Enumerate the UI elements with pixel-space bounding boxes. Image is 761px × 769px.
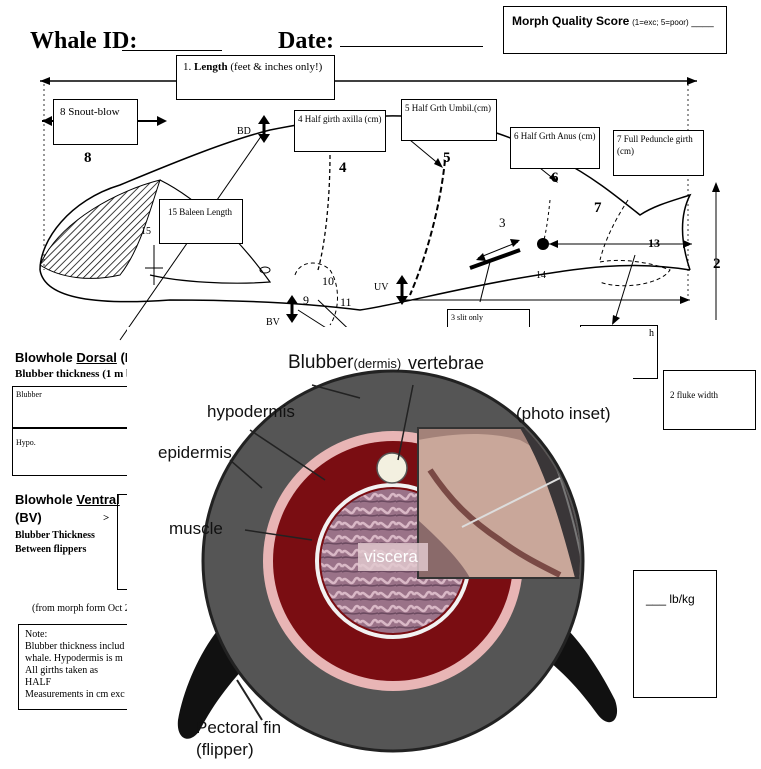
flipper-label: (flipper) [196,740,254,760]
pectoral-fin-label: Pectoral fin [196,718,281,738]
viscera-label: viscera [364,547,418,567]
hypodermis-label: hypodermis [207,402,295,422]
muscle-label: muscle [169,519,223,539]
vertebrae-label: vertebrae [408,353,484,374]
blubber-label: Blubber(dermis) [288,352,401,374]
epidermis-label: epidermis [158,443,232,463]
photo-inset-label: (photo inset) [516,404,611,424]
